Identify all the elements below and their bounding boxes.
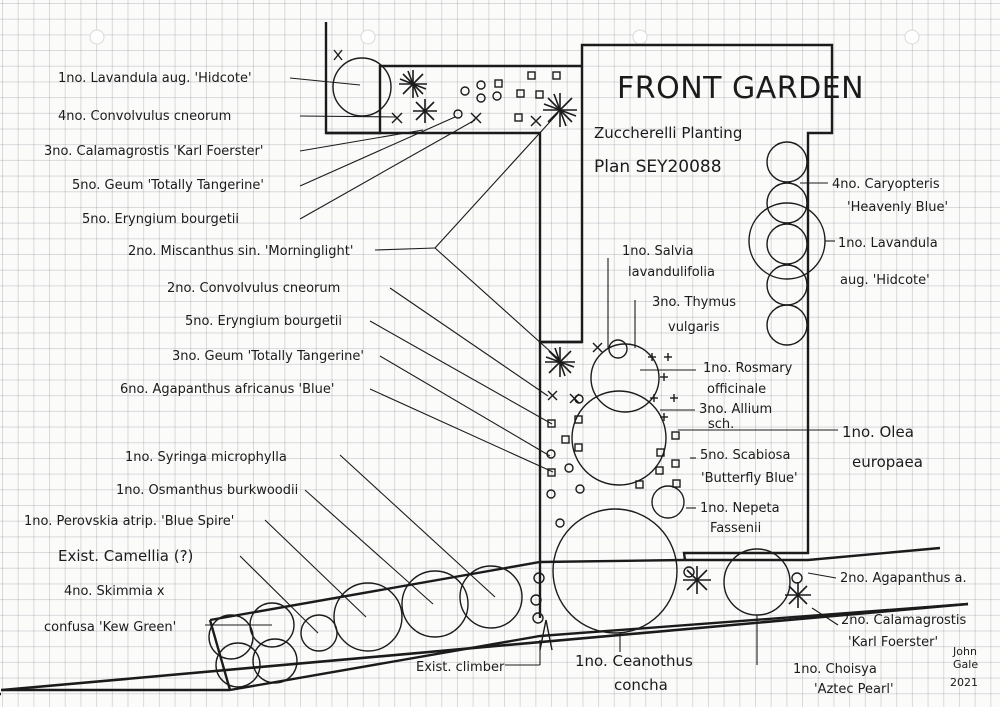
- label-ceanothus-1: 1no. Ceanothus: [575, 652, 693, 670]
- spiky-plants: [399, 70, 811, 608]
- signature: John Gale 2021: [950, 645, 978, 689]
- label-allium-2: sch.: [708, 417, 734, 432]
- top-bed-plants: [332, 49, 561, 127]
- label-geum-mid: 3no. Geum 'Totally Tangerine': [172, 349, 364, 364]
- bed-outlines: [0, 22, 969, 696]
- label-climber: Exist. climber: [416, 660, 505, 675]
- right-strip-plants: [748, 141, 826, 346]
- title-block: FRONT GARDEN Zuccherelli Planting Plan S…: [594, 71, 864, 177]
- label-eryngium-mid: 5no. Eryngium bourgetii: [185, 314, 342, 329]
- label-caryopteris-2: 'Heavenly Blue': [847, 200, 948, 215]
- label-lavandula-top: 1no. Lavandula aug. 'Hidcote': [58, 71, 252, 86]
- label-camellia: Exist. Camellia (?): [58, 547, 193, 565]
- label-lavandula-right-2: aug. 'Hidcote': [840, 273, 930, 288]
- label-osmanthus: 1no. Osmanthus burkwoodii: [116, 483, 298, 498]
- label-skimmia-2: confusa 'Kew Green': [44, 620, 176, 635]
- label-choisya-2: 'Aztec Pearl': [814, 682, 894, 697]
- label-salvia-2: lavandulifolia: [628, 265, 715, 280]
- signature-line-3: 2021: [950, 676, 978, 689]
- label-geum-top: 5no. Geum 'Totally Tangerine': [72, 178, 264, 193]
- front-strip-plants: [208, 565, 803, 688]
- label-miscanthus: 2no. Miscanthus sin. 'Morninglight': [128, 244, 353, 259]
- label-perovskia: 1no. Perovskia atrip. 'Blue Spire': [24, 514, 234, 529]
- middle-bed-plants: [546, 339, 791, 634]
- label-ceanothus-2: concha: [614, 676, 668, 694]
- label-scabiosa-2: 'Butterfly Blue': [701, 471, 798, 486]
- label-olea-2: europaea: [852, 453, 923, 471]
- label-agapanthus-bot: 2no. Agapanthus a.: [840, 571, 967, 586]
- label-skimmia-1: 4no. Skimmia x: [64, 584, 165, 599]
- label-allium-1: 3no. Allium: [699, 402, 772, 417]
- label-caryopteris-1: 4no. Caryopteris: [832, 177, 940, 192]
- label-syringa: 1no. Syringa microphylla: [125, 450, 287, 465]
- punch-holes: [89, 29, 920, 45]
- label-thymus-1: 3no. Thymus: [652, 295, 736, 310]
- label-lavandula-right-1: 1no. Lavandula: [838, 236, 938, 251]
- plant-labels: 1no. Lavandula aug. 'Hidcote' 4no. Convo…: [24, 71, 967, 697]
- label-calamagrostis-bot-2: 'Karl Foerster': [848, 635, 938, 650]
- label-calamagrostis-top: 3no. Calamagrostis 'Karl Foerster': [44, 144, 263, 159]
- label-calamagrostis-bot-1: 2no. Calamagrostis: [841, 613, 966, 628]
- label-agapanthus-blue: 6no. Agapanthus africanus 'Blue': [120, 382, 334, 397]
- label-convolvulus-top: 4no. Convolvulus cneorum: [58, 109, 231, 124]
- title: FRONT GARDEN: [617, 71, 864, 106]
- subtitle-line-2: Plan SEY20088: [594, 157, 722, 177]
- signature-line-2: Gale: [953, 658, 978, 671]
- label-choisya-1: 1no. Choisya: [793, 662, 877, 677]
- label-scabiosa-1: 5no. Scabiosa: [700, 448, 790, 463]
- label-rosmary-2: officinale: [707, 382, 766, 397]
- subtitle-line-1: Zuccherelli Planting: [594, 124, 742, 142]
- label-eryngium-top: 5no. Eryngium bourgetii: [82, 212, 239, 227]
- label-thymus-2: vulgaris: [668, 320, 720, 335]
- leader-lines: [205, 77, 839, 666]
- label-convolvulus-mid: 2no. Convolvulus cneorum: [167, 281, 340, 296]
- signature-line-1: John: [952, 645, 977, 658]
- label-olea-1: 1no. Olea: [842, 423, 914, 441]
- label-nepeta-1: 1no. Nepeta: [700, 501, 780, 516]
- label-salvia-1: 1no. Salvia: [622, 244, 694, 259]
- label-nepeta-2: Fassenii: [710, 521, 761, 536]
- label-rosmary-1: 1no. Rosmary: [703, 361, 793, 376]
- front-boundary-line: [1, 602, 969, 692]
